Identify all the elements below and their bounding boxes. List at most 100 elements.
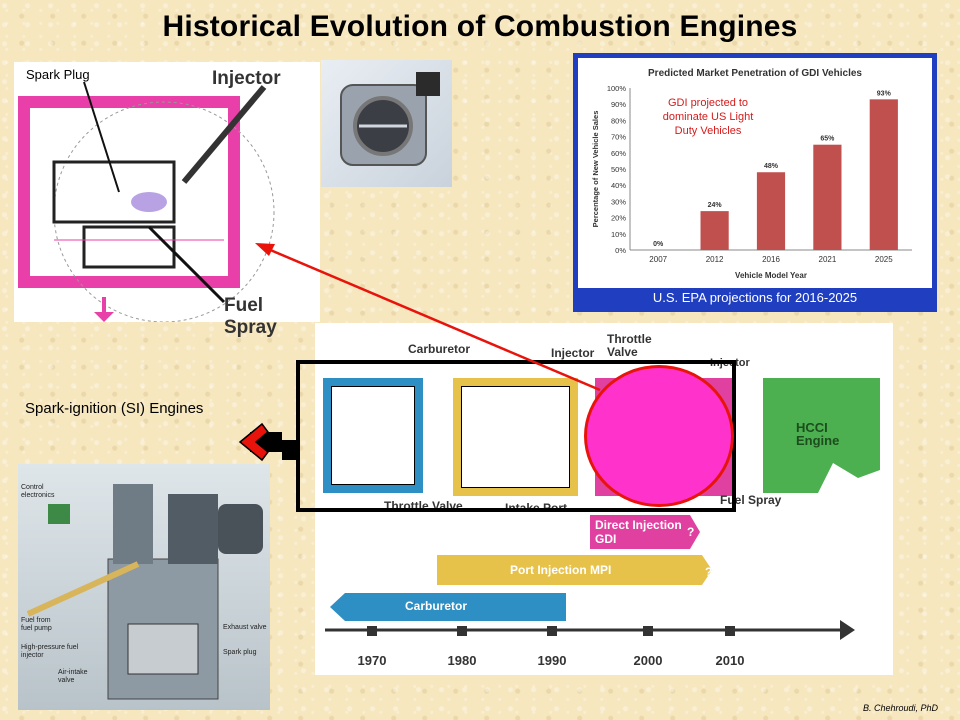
y-tick-label: 30% <box>611 197 626 206</box>
y-tick-label: 10% <box>611 230 626 239</box>
cutaway-label-fuel-from-pump: Fuel from fuel pump <box>21 617 52 632</box>
y-tick-label: 50% <box>611 165 626 174</box>
x-tick-label: 2021 <box>819 255 837 264</box>
x-tick-label: 2025 <box>875 255 893 264</box>
gdi-chart-panel: Predicted Market Penetration of GDI Vehi… <box>573 53 937 312</box>
gdi-bar <box>590 515 700 549</box>
timeline-tick-1980 <box>457 626 467 636</box>
timeline-axis-arrow <box>840 620 855 640</box>
exhaust-manifold <box>218 504 263 554</box>
carburetor-engine-box <box>323 378 423 493</box>
y-tick-label: 40% <box>611 181 626 190</box>
carburetor-bar <box>330 593 566 621</box>
hcci-notch <box>818 463 880 493</box>
y-tick-label: 100% <box>607 84 627 93</box>
magenta-frame <box>18 96 240 288</box>
throttle-valve-top-callout: Throttle Valve <box>607 332 652 359</box>
cylinder-head <box>52 160 176 224</box>
spark-plug-pointer <box>83 81 120 193</box>
cutaway-label-control-electronics: Control electronics <box>21 484 55 499</box>
gdi-question-mark: ? <box>687 525 695 539</box>
y-tick-label: 0% <box>615 246 626 255</box>
throttle-connector <box>416 72 440 96</box>
y-tick-label: 60% <box>611 149 626 158</box>
cutaway-label-spark-plug: Spark plug <box>223 649 257 656</box>
y-tick-label: 20% <box>611 214 626 223</box>
engine-cutaway-illustration <box>26 484 263 700</box>
fuel-spray-pointer <box>147 225 226 304</box>
footer-credit: B. Chehroudi, PhD <box>862 703 938 713</box>
si-block-arrow-body <box>250 432 296 460</box>
down-arrow-head <box>94 312 114 322</box>
throttle-body-icon <box>340 72 440 166</box>
slide-title: Historical Evolution of Combustion Engin… <box>162 10 798 43</box>
hcci-label: HCCI Engine <box>796 420 840 448</box>
cutaway-label-hp-fuel-injector: High-pressure fuel injector <box>21 644 79 659</box>
year-1970: 1970 <box>357 653 387 668</box>
injector-pointer <box>181 85 267 184</box>
year-2010: 2010 <box>715 653 745 668</box>
x-axis-label: Vehicle Model Year <box>735 271 807 280</box>
year-1990: 1990 <box>537 653 567 668</box>
x-tick-label: 2016 <box>762 255 780 264</box>
bar-2025 <box>869 99 898 250</box>
y-tick-label: 70% <box>611 133 626 142</box>
mpi-engine-sketch <box>461 386 570 488</box>
hcci-notch-shape <box>818 463 880 493</box>
timeline-tick-2010 <box>725 626 735 636</box>
timeline-tick-1970 <box>367 626 377 636</box>
chart-title: Predicted Market Penetration of GDI Vehi… <box>648 68 862 79</box>
bar-2012 <box>700 211 729 250</box>
carburetor-bar-shape <box>330 593 566 621</box>
x-tick-label: 2012 <box>706 255 724 264</box>
si-engines-label: Spark-ignition (SI) Engines <box>25 400 204 417</box>
injector-label: Injector <box>212 68 281 89</box>
gdi-engine-illustration <box>18 81 275 323</box>
gdi-bar-shape <box>590 515 700 549</box>
engine-cutaway: Control electronics Fuel from fuel pump … <box>18 464 270 710</box>
year-1980: 1980 <box>447 653 477 668</box>
fuel-pipe <box>26 561 140 617</box>
magenta-circle <box>584 365 734 507</box>
bar-value-label: 93% <box>877 90 892 97</box>
carburetor-engine-sketch <box>331 386 415 485</box>
cutaway-label-exhaust-valve: Exhaust valve <box>223 624 267 631</box>
bar-value-label: 65% <box>820 136 835 143</box>
mpi-question-mark: ? <box>705 565 713 579</box>
chart-footer: U.S. EPA projections for 2016-2025 <box>652 290 858 305</box>
fuel-spray-label: Fuel Spray <box>224 295 277 338</box>
injector-callout: Injector <box>551 346 595 360</box>
bar-value-label: 48% <box>764 163 779 170</box>
spark-plug-label: Spark Plug <box>26 67 90 82</box>
bar-2016 <box>756 172 786 250</box>
timeline-tick-1990 <box>547 626 557 636</box>
carburetor-bar-label: Carburetor <box>405 599 468 613</box>
bar-value-label: 0% <box>653 241 664 248</box>
x-tick-label: 2007 <box>649 255 667 264</box>
fuel-rail <box>113 484 153 564</box>
si-block-arrow-head <box>238 422 270 462</box>
cutaway-piston <box>127 623 199 675</box>
timeline-tick-2000 <box>643 626 653 636</box>
bar-2021 <box>813 144 842 250</box>
timeline-axis <box>325 620 855 640</box>
mpi-bar-label: Port Injection MPI <box>510 563 612 577</box>
throttle-body-photo <box>321 60 452 187</box>
valve-spring <box>168 494 218 564</box>
mpi-bar-shape <box>437 555 712 585</box>
bar-value-label: 24% <box>708 202 723 209</box>
piston <box>82 225 176 269</box>
hcci-engine-box: HCCI Engine <box>763 378 880 493</box>
gdi-bar-chart: Predicted Market Penetration of GDI Vehi… <box>578 58 932 288</box>
y-tick-label: 90% <box>611 100 626 109</box>
gdi-bar-label: Direct Injection GDI <box>595 518 682 546</box>
control-electronics-chip <box>48 504 70 524</box>
dashed-circle <box>53 101 275 323</box>
year-2000: 2000 <box>633 653 663 668</box>
mpi-engine-box <box>453 378 578 496</box>
cutaway-label-air-intake-valve: Air-intake valve <box>58 669 88 684</box>
carburetor-callout: Carburetor <box>408 342 471 356</box>
gdi-engine-diagram: Spark Plug Injector Fuel Spray <box>14 62 320 338</box>
y-axis-label: Percentage of New Vehicle Sales <box>591 111 600 228</box>
